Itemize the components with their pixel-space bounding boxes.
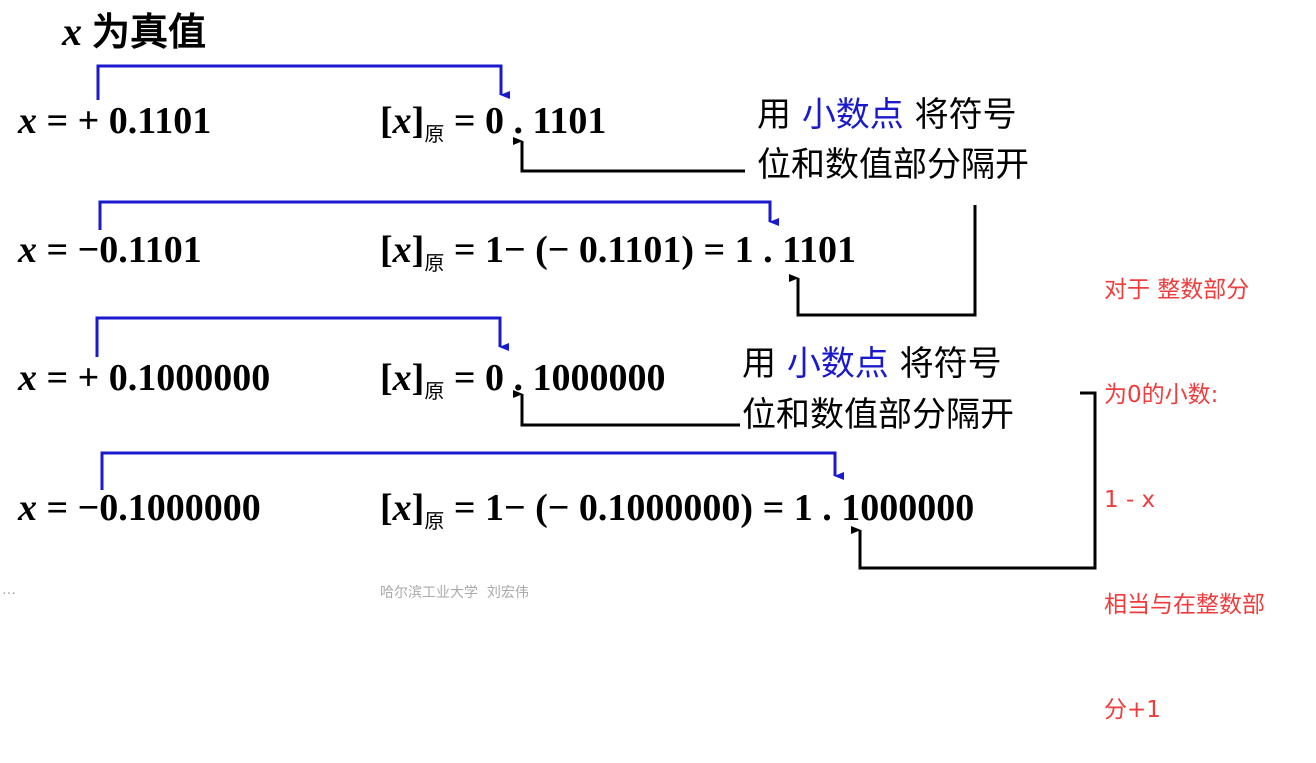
annotation-line: 分+1	[1104, 697, 1161, 723]
note-1-line-1: 用 小数点 将符号	[757, 95, 1017, 135]
row-4-lhs: x = −0.1000000	[18, 487, 261, 529]
row-2-lhs: x = −0.1101	[18, 229, 202, 271]
bracket-row-3	[95, 316, 509, 357]
row-3-rhs: [x]原 = 0 . 1000000	[380, 357, 666, 403]
row-3-lhs: x = + 0.1000000	[18, 357, 271, 399]
note-2-line-1: 用 小数点 将符号	[742, 344, 1002, 384]
annotation-line: 为0的小数:	[1104, 382, 1219, 408]
pointer-row-4	[851, 391, 1097, 570]
row-1-lhs: x = + 0.1101	[18, 100, 212, 142]
title-var: x	[62, 9, 82, 54]
footer-left: …	[2, 582, 16, 598]
pointer-row-1	[513, 137, 745, 173]
footer-center: 哈尔滨工业大学 刘宏伟	[380, 585, 529, 601]
note-1-line-2: 位和数值部分隔开	[757, 145, 1029, 185]
row-1-rhs: [x]原 = 0 . 1101	[380, 100, 607, 146]
bracket-row-2	[98, 200, 779, 230]
row-4-rhs: [x]原 = 1− (− 0.1000000) = 1 . 1000000	[380, 487, 975, 533]
title-text: 为真值	[92, 10, 207, 54]
bracket-row-1	[96, 64, 510, 100]
annotation-line: 相当与在整数部	[1104, 592, 1265, 618]
annotation-line: 1 - x	[1104, 487, 1156, 513]
note-2-line-2: 位和数值部分隔开	[742, 395, 1014, 435]
row-2-rhs: [x]原 = 1− (− 0.1101) = 1 . 1101	[380, 229, 857, 275]
pointer-row-2	[789, 205, 977, 317]
pointer-row-3	[513, 390, 740, 427]
red-annotation: 对于 整数部分 为0的小数: 1 - x 相当与在整数部 分+1	[1104, 203, 1265, 763]
slide-title: x 为真值	[62, 12, 206, 52]
connector-lines	[95, 64, 1097, 570]
annotation-line: 对于 整数部分	[1104, 277, 1250, 303]
bracket-row-4	[100, 451, 844, 490]
